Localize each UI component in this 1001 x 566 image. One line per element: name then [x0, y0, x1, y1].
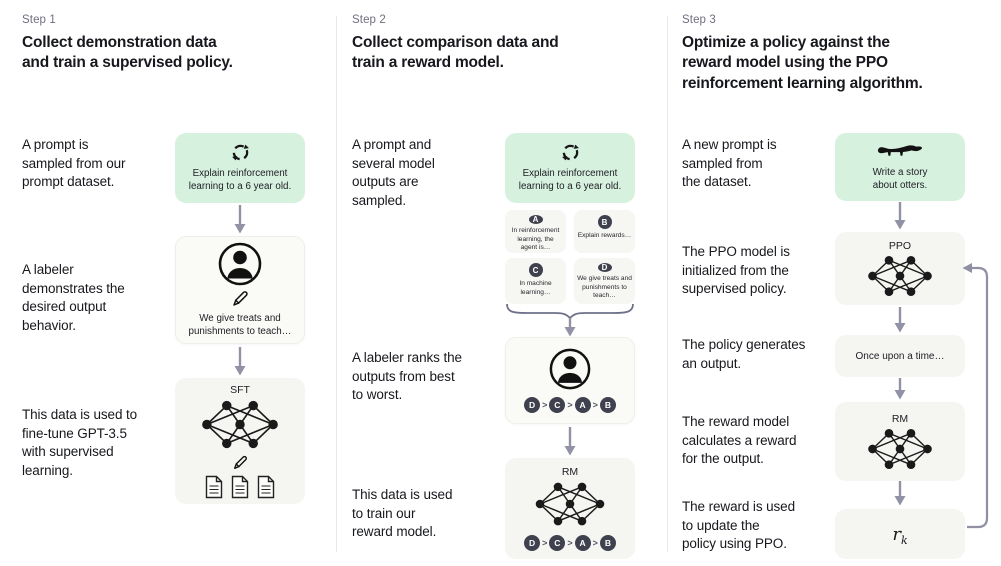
document-icon [256, 475, 276, 499]
step2-stage2-text: A labeler ranks the outputs from best to… [352, 350, 462, 403]
network-icon [867, 254, 933, 298]
step1-sft-box: SFT [175, 378, 305, 504]
step1-stage1-text: A prompt is sampled from our prompt data… [22, 137, 126, 190]
network-icon [867, 427, 933, 471]
arrow-down-icon [893, 307, 907, 333]
network-icon [532, 480, 608, 528]
documents-row [204, 475, 276, 499]
step3-label: Step 3 [682, 14, 716, 26]
policy-output-text: Once upon a time… [855, 350, 945, 362]
step1-title: Collect demonstration data and train a s… [22, 34, 233, 72]
person-icon [549, 348, 591, 390]
output-letter-badge: A [528, 215, 543, 224]
step3-output-box: Once upon a time… [835, 335, 965, 377]
step1-labeler-box: We give treats and punishments to teach… [175, 236, 305, 344]
step2-stage1-text: A prompt and several model outputs are s… [352, 137, 435, 208]
rank-separator: > [567, 400, 573, 410]
reward-value: rk [892, 523, 908, 547]
step1-stage2-text: A labeler demonstrates the desired outpu… [22, 262, 125, 333]
column-divider [336, 16, 337, 552]
step2-stage3-text: This data is used to train our reward mo… [352, 487, 453, 540]
step3-stage4-text: The reward model calculates a reward for… [682, 414, 797, 467]
column-divider [667, 16, 668, 552]
rm-label: RM [891, 412, 909, 425]
sft-label: SFT [230, 383, 250, 396]
arrow-down-icon [893, 378, 907, 400]
pencil-icon [231, 289, 250, 308]
document-icon [204, 475, 224, 499]
rank-badge: D [524, 535, 541, 551]
output-letter-badge: B [597, 215, 612, 229]
step3-reward-box: rk [835, 509, 965, 559]
ppo-label: PPO [888, 239, 912, 252]
model-output-b: B Explain rewards… [574, 210, 635, 253]
document-icon [230, 475, 250, 499]
output-text: In machine learning… [519, 280, 552, 296]
output-letter-badge: C [528, 263, 543, 277]
rank-separator: > [542, 400, 548, 410]
step3-stage1-text: A new prompt is sampled from the dataset… [682, 137, 777, 190]
output-text: In reinforcement learning, the agent is… [511, 227, 560, 252]
step3-stage2-text: The PPO model is initialized from the su… [682, 244, 790, 297]
pencil-icon [232, 454, 249, 471]
rank-badge: A [574, 535, 591, 551]
rank-badge: D [524, 397, 541, 413]
prompt-caption: Explain reinforcement learning to a 6 ye… [518, 168, 622, 192]
step2-rm-box: RM D > C > A > B [505, 458, 635, 559]
step3-stage3-text: The policy generates an output. [682, 337, 806, 371]
ranking-row: D > C > A > B [524, 397, 616, 413]
step3-prompt-box: Write a story about otters. [835, 133, 965, 201]
arrow-down-icon [893, 202, 907, 230]
step1-label: Step 1 [22, 14, 56, 26]
step1-prompt-box: Explain reinforcement learning to a 6 ye… [175, 133, 305, 203]
output-text: Explain rewards… [577, 232, 632, 239]
arrow-down-icon [233, 205, 247, 234]
rank-badge: A [574, 397, 591, 413]
step2-title: Collect comparison data and train a rewa… [352, 34, 559, 72]
model-output-d: D We give treats and punishments to teac… [574, 258, 635, 304]
rank-separator: > [592, 400, 598, 410]
step3-title: Optimize a policy against the reward mod… [682, 34, 923, 92]
rank-badge: B [599, 397, 616, 413]
step2-label: Step 2 [352, 14, 386, 26]
arrow-down-icon [893, 481, 907, 506]
feedback-loop-arrow-icon [958, 258, 996, 534]
otter-icon [877, 142, 923, 162]
arrow-down-icon [233, 347, 247, 376]
model-output-c: C In machine learning… [505, 258, 566, 304]
prompt-caption: Explain reinforcement learning to a 6 ye… [188, 168, 292, 192]
labeler-caption: We give treats and punishments to teach… [188, 312, 292, 337]
step3-stage5-text: The reward is used to update the policy … [682, 499, 796, 552]
person-icon [218, 242, 262, 286]
prompt-caption: Write a story about otters. [872, 166, 928, 191]
rank-separator: > [567, 538, 573, 548]
rank-separator: > [542, 538, 548, 548]
rm-label: RM [561, 466, 579, 478]
refresh-icon [560, 142, 581, 163]
brace-merge-arrow-icon [505, 303, 635, 337]
rank-separator: > [592, 538, 598, 548]
rank-badge: B [599, 535, 616, 551]
rank-badge: C [549, 535, 566, 551]
output-letter-badge: D [597, 263, 612, 272]
step2-labeler-box: D > C > A > B [505, 337, 635, 424]
step3-rm-box: RM [835, 402, 965, 481]
rank-badge: C [549, 397, 566, 413]
output-text: We give treats and punishments to teach… [577, 275, 632, 300]
refresh-icon [230, 142, 251, 163]
ranking-row: D > C > A > B [524, 535, 616, 551]
network-icon [199, 398, 281, 451]
step2-prompt-box: Explain reinforcement learning to a 6 ye… [505, 133, 635, 203]
step3-ppo-box: PPO [835, 232, 965, 305]
model-output-a: A In reinforcement learning, the agent i… [505, 210, 566, 253]
arrow-down-icon [563, 427, 577, 456]
step1-stage3-text: This data is used to fine-tune GPT-3.5 w… [22, 407, 138, 478]
